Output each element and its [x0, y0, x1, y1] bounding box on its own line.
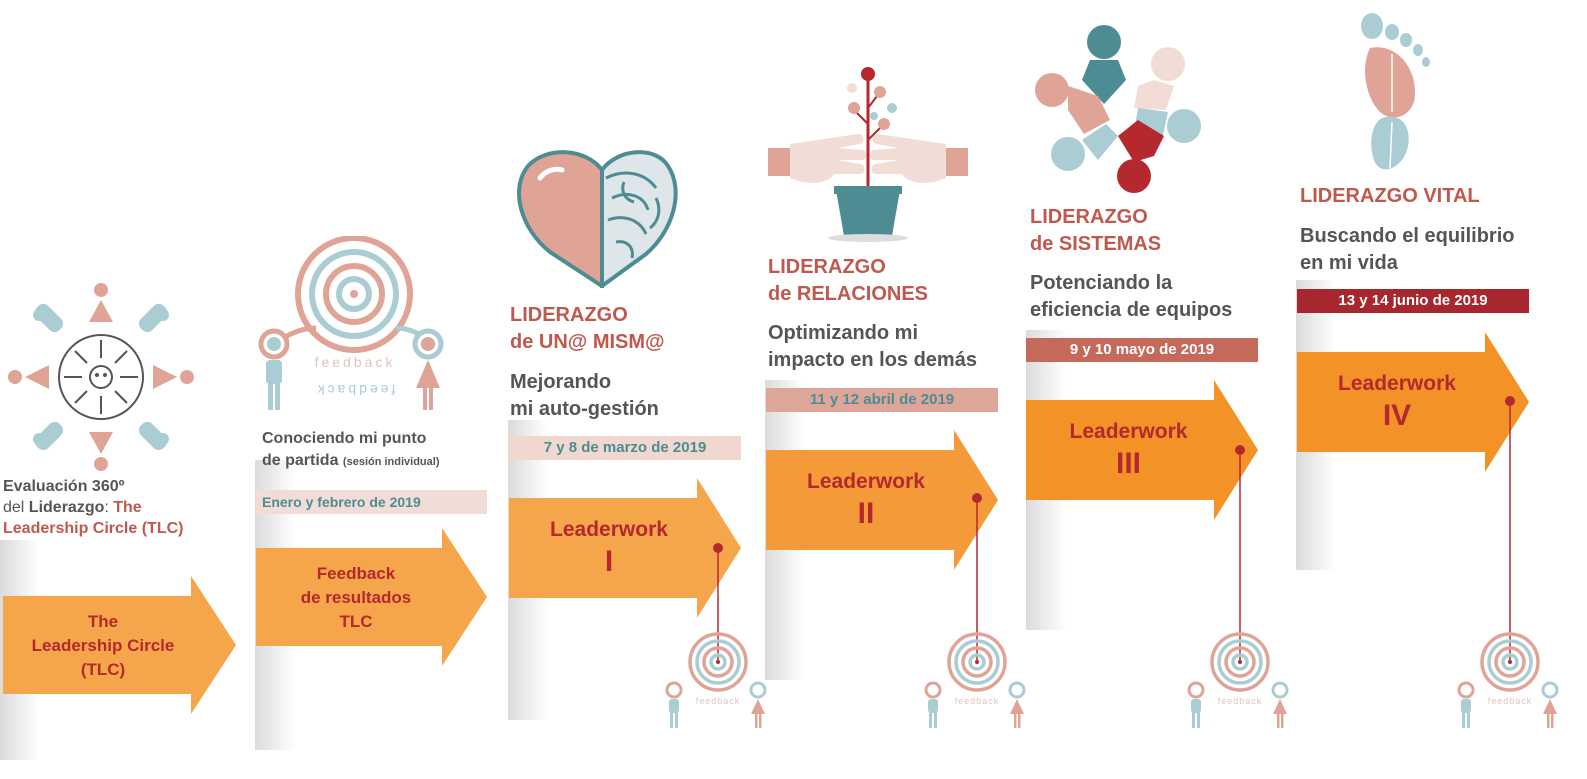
mini-feedback-icon-lw3: feedback: [1186, 632, 1292, 730]
connector-dot-lw1: [713, 543, 723, 553]
arrow-lw3-line1: Leaderwork: [1069, 420, 1188, 443]
lw1-subtitle-line2: mi auto-gestión: [510, 398, 659, 420]
feedback-icon-text-top: feedback: [314, 354, 396, 370]
lw3-title: LIDERAZGO de SISTEMAS: [1030, 204, 1270, 258]
team-circle-icon: [1035, 25, 1201, 193]
tlc-intro-line2: del Liderazgo: The: [3, 497, 243, 518]
lw2-title-line2: de RELACIONES: [768, 283, 929, 305]
arrow-lw2-line1: Leaderwork: [807, 470, 925, 493]
arrow-tlc-line3: (TLC): [80, 660, 126, 679]
tlc-intro-bold: Liderazgo: [28, 499, 105, 516]
arrow-lw4-line2: IV: [1382, 399, 1412, 432]
hands-plant-icon: [768, 67, 968, 242]
date-band-lw1: 7 y 8 de marzo de 2019: [509, 436, 741, 460]
arrow-feedback-shape: [256, 528, 487, 666]
mini-feedback-icon-lw1: feedback: [664, 632, 770, 730]
arrow-tlc-line1: The: [87, 612, 119, 631]
arrow-tlc-shape: [3, 576, 236, 714]
mini-feedback-label: feedback: [695, 696, 741, 706]
feedback-desc-line2: de partida: [262, 452, 339, 469]
mini-target-icon: [1457, 632, 1559, 728]
arrow-feedback: Feedback de resultados TLC: [256, 528, 487, 666]
lw3-subtitle-line2: eficiencia de equipos: [1030, 299, 1233, 321]
date-band-feedback: Enero y febrero de 2019: [256, 490, 487, 514]
connector-dot-lw2: [972, 493, 982, 503]
mini-target-icon: [665, 632, 767, 728]
date-lw4: 13 y 14 junio de 2019: [1338, 292, 1488, 309]
date-lw3: 9 y 10 mayo de 2019: [1069, 341, 1215, 358]
arrow-lw4-line1: Leaderwork: [1338, 372, 1456, 395]
arrow-lw4: Leaderwork IV: [1297, 332, 1529, 472]
date-band-lw4: 13 y 14 junio de 2019: [1297, 289, 1529, 313]
lw4-subtitle-line1: Buscando el equilibrio: [1300, 225, 1515, 247]
lw2-title-line1: LIDERAZGO: [768, 256, 886, 278]
mini-feedback-label: feedback: [1217, 696, 1263, 706]
mini-feedback-icon-lw2: feedback: [923, 632, 1029, 730]
mini-target-icon: [1187, 632, 1289, 728]
lw2-subtitle-line1: Optimizando mi: [768, 322, 918, 344]
feedback-desc-small: (sesión individual): [342, 456, 440, 468]
arrow-feedback-line2: de resultados: [300, 588, 412, 607]
date-lw1: 7 y 8 de marzo de 2019: [543, 439, 707, 456]
lw1-subtitle-line1: Mejorando: [510, 371, 612, 393]
lw3-subtitle-line1: Potenciando la: [1030, 272, 1173, 294]
lw1-subtitle: Mejorando mi auto-gestión: [510, 369, 750, 423]
lw4-title: LIDERAZGO VITAL: [1300, 183, 1560, 210]
feedback-desc-line1: Conociendo mi punto: [262, 430, 427, 447]
tlc-intro-prefix: del: [3, 499, 29, 516]
date-lw2: 11 y 12 abril de 2019: [809, 391, 955, 408]
feedback-target-icon: [258, 236, 444, 410]
arrow-lw1: Leaderwork I: [509, 478, 741, 618]
lw2-title: LIDERAZGO de RELACIONES: [768, 254, 1008, 308]
arrow-lw1-line1: Leaderwork: [550, 518, 668, 541]
date-band-lw3: 9 y 10 mayo de 2019: [1026, 338, 1258, 362]
date-feedback: Enero y febrero de 2019: [262, 494, 421, 510]
arrow-tlc-line2: Leadership Circle: [31, 636, 175, 655]
lw4-title-line1: LIDERAZGO VITAL: [1300, 185, 1480, 207]
lw4-subtitle: Buscando el equilibrio en mi vida: [1300, 223, 1560, 277]
feedback-desc-line2-wrap: de partida (sesión individual): [262, 450, 492, 473]
footprint-icon: [1361, 13, 1430, 170]
arrow-lw1-shape: [509, 478, 741, 618]
tlc-intro-sep: :: [104, 499, 114, 516]
tlc-intro-red: The: [113, 499, 142, 516]
lw1-title-line1: LIDERAZGO: [510, 304, 628, 326]
tlc-intro-line3: Leadership Circle (TLC): [3, 520, 184, 537]
arrow-lw3-shape: [1026, 380, 1258, 520]
tlc-intro: Evaluación 360º del Liderazgo: The Leade…: [3, 476, 243, 539]
arrow-feedback-line1: Feedback: [316, 564, 396, 583]
arrow-lw4-shape: [1297, 332, 1529, 472]
date-band-lw2: 11 y 12 abril de 2019: [766, 388, 998, 412]
mini-feedback-icon-lw4: feedback: [1456, 632, 1562, 730]
arrow-lw2: Leaderwork II: [766, 430, 998, 570]
connector-dot-lw3: [1235, 445, 1245, 455]
lw3-subtitle: Potenciando la eficiencia de equipos: [1030, 270, 1270, 324]
lw2-subtitle-line2: impacto en los demás: [768, 349, 977, 371]
lw4-subtitle-line2: en mi vida: [1300, 252, 1398, 274]
connector-dot-lw4: [1505, 396, 1515, 406]
lw1-title: LIDERAZGO de UN@ MISM@: [510, 302, 750, 356]
lw1-title-line2: de UN@ MISM@: [510, 331, 665, 353]
lw3-title-line1: LIDERAZGO: [1030, 206, 1148, 228]
arrow-lw3-line2: III: [1115, 447, 1141, 480]
lw3-title-line2: de SISTEMAS: [1030, 233, 1162, 255]
leadership-circle-icon: [8, 283, 194, 471]
arrow-tlc: The Leadership Circle (TLC): [3, 576, 236, 714]
arrow-lw3: Leaderwork III: [1026, 380, 1258, 520]
heart-brain-icon: [517, 150, 678, 288]
arrow-lw2-line2: II: [857, 497, 875, 530]
arrow-feedback-line3: TLC: [339, 612, 373, 631]
mini-feedback-label: feedback: [954, 696, 1000, 706]
arrow-lw1-line2: I: [604, 545, 614, 578]
lw2-subtitle: Optimizando mi impacto en los demás: [768, 320, 1008, 374]
feedback-description: Conociendo mi punto de partida (sesión i…: [262, 428, 492, 473]
arrow-lw2-shape: [766, 430, 998, 570]
mini-feedback-label: feedback: [1487, 696, 1533, 706]
tlc-intro-line1: Evaluación 360º: [3, 478, 125, 495]
mini-target-icon: [924, 632, 1026, 728]
